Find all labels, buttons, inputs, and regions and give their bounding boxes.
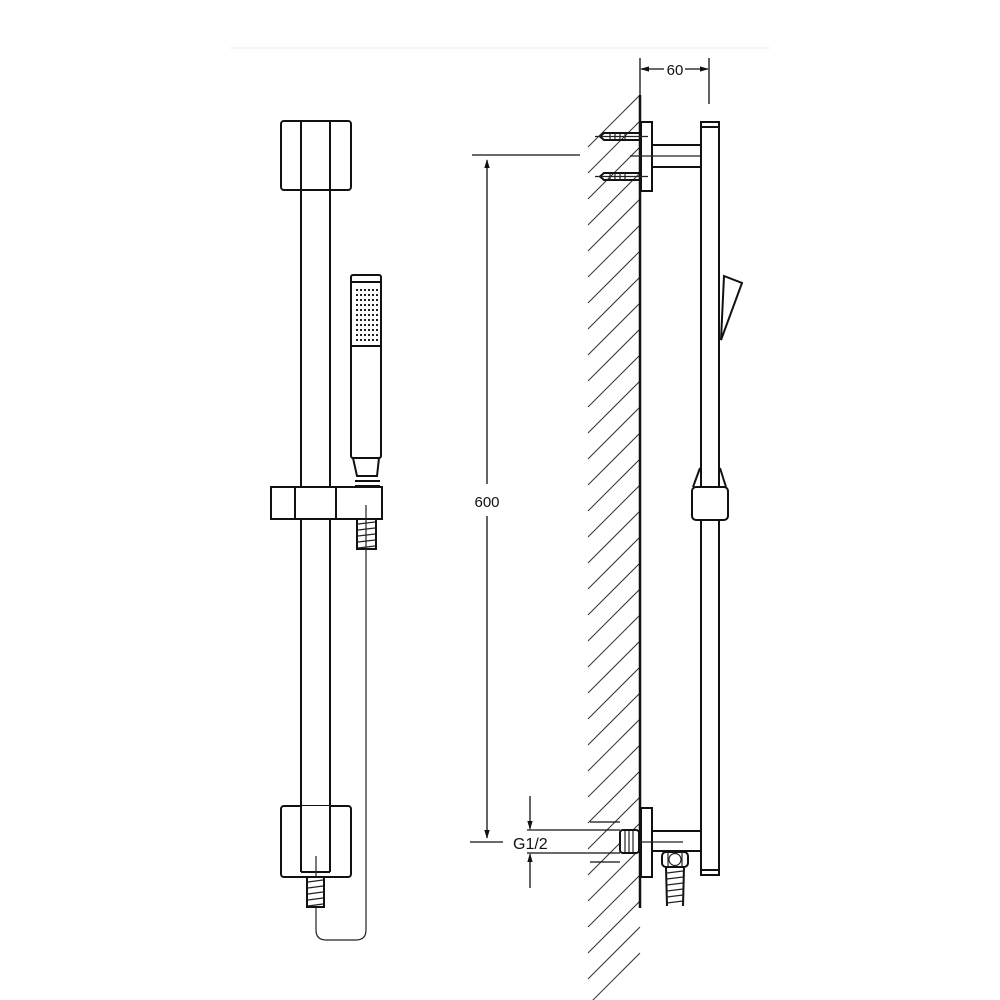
hose-nut-side (661, 851, 689, 868)
dimension-g12: G1/2 (470, 796, 620, 888)
slider-holder (270, 486, 383, 520)
dimension-600-label: 600 (474, 494, 499, 511)
dimension-600: 600 (472, 154, 580, 839)
bottom-hose-nut (306, 876, 325, 908)
thread-label: G1/2 (513, 836, 548, 853)
bottom-bracket (280, 800, 352, 880)
hand-shower-side (720, 274, 744, 341)
shower-hose (315, 505, 367, 941)
outlet-thread (619, 829, 640, 854)
hose-side (665, 866, 685, 907)
side-view (587, 94, 744, 1000)
spray-nozzles (356, 289, 378, 341)
front-view (270, 120, 383, 941)
dimension-60: 60 (639, 58, 710, 120)
slider-side (691, 486, 729, 521)
wall-anchor (595, 132, 648, 141)
wall-anchor (595, 172, 648, 181)
hand-shower (350, 274, 382, 487)
wall-hatching (587, 94, 641, 1000)
top-bracket (280, 120, 352, 191)
dimension-60-label: 60 (667, 62, 684, 79)
